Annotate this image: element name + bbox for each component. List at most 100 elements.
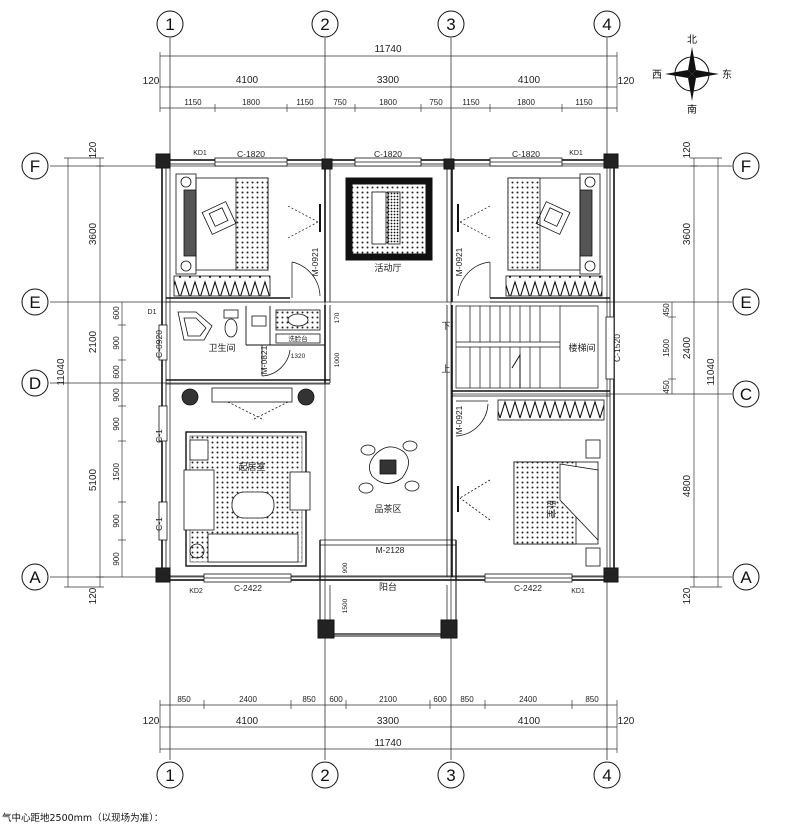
room-master: 起居室 <box>238 461 265 473</box>
dim-top-detail-5: 1800 <box>379 98 397 107</box>
label-balcony-900: 900 <box>342 562 349 573</box>
label-m0921-b: M-0921 <box>454 247 464 276</box>
dim-bottom-total: 11740 <box>374 738 402 749</box>
dim-bottom-detail-5: 2100 <box>379 695 397 704</box>
dim-right-edge-bottom: 120 <box>682 587 693 604</box>
axis-label-left-f: F <box>30 157 40 176</box>
label-m0921-c: M-0921 <box>454 405 464 434</box>
axis-label-left-a: A <box>29 568 41 587</box>
tea-area <box>358 440 420 494</box>
grid-bubbles <box>21 10 760 789</box>
axis-label-right-f: F <box>741 157 751 176</box>
dim-top-detail-7: 1150 <box>462 98 480 107</box>
label-c1-a: C-1 <box>154 429 164 443</box>
label-kd1-a: KD1 <box>193 150 207 157</box>
dim-right-detail-3: 450 <box>662 380 671 394</box>
opening-labels: C-1820 C-1820 C-1820 KD1 KD1 KD1 KD2 M-0… <box>148 149 622 613</box>
windows-top <box>214 157 563 167</box>
dimension-text-left: 11040 120 3600 2100 5100 120 600 900 600… <box>56 141 121 604</box>
stair-up-label: 上 <box>441 364 450 375</box>
dim-left-detail-3: 600 <box>112 365 121 379</box>
windows-bottom <box>203 573 573 583</box>
dim-bottom-detail-6: 600 <box>433 695 447 704</box>
dim-left-edge-top: 120 <box>88 141 99 158</box>
axis-label-top-2: 2 <box>320 15 329 34</box>
dim-left-detail-8: 900 <box>112 552 121 566</box>
axis-label-top-4: 4 <box>602 15 611 34</box>
label-m0921-a: M-0921 <box>310 247 320 276</box>
compass-icon: 北 南 西 东 <box>652 34 732 116</box>
dim-top-span-3: 4100 <box>518 75 541 86</box>
dim-top-edge-right: 120 <box>618 76 635 87</box>
dim-bottom-edge-right: 120 <box>618 716 635 727</box>
label-c2422-a: C-2422 <box>234 583 262 593</box>
room-tea: 品茶区 <box>374 503 401 515</box>
dim-bottom-detail-4: 600 <box>329 695 343 704</box>
dimension-text-bottom: 850 2400 850 600 2100 600 850 2400 850 1… <box>143 695 635 749</box>
columns <box>155 153 619 639</box>
label-m2128: M-2128 <box>376 545 405 555</box>
dimensions-left <box>64 157 126 588</box>
dim-right-span-1: 3600 <box>682 222 693 245</box>
activity-hall <box>345 177 433 261</box>
label-1000: 1000 <box>334 352 341 367</box>
dim-top-span-2: 3300 <box>377 75 400 86</box>
dim-top-detail-3: 1150 <box>296 98 314 107</box>
axis-label-bottom-2: 2 <box>320 766 329 785</box>
dim-left-span-1: 3600 <box>88 222 99 245</box>
axis-label-left-e: E <box>29 293 40 312</box>
dim-bottom-span-1: 4100 <box>236 716 259 727</box>
dim-bottom-detail-2: 2400 <box>239 695 257 704</box>
se-bedroom <box>455 399 605 567</box>
dim-top-detail-2: 1800 <box>242 98 260 107</box>
dimensions-bottom <box>159 700 618 753</box>
label-c1820-c: C-1820 <box>512 149 540 159</box>
dim-top-detail-8: 1800 <box>517 98 535 107</box>
label-m0821: M-0821 <box>259 345 269 374</box>
ne-bedroom <box>505 173 603 297</box>
room-balcony: 阳台 <box>379 581 397 593</box>
dim-top-edge-left: 120 <box>143 76 160 87</box>
label-kd1-c: KD1 <box>571 588 585 595</box>
dim-right-span-3: 4800 <box>682 474 693 497</box>
dim-right-detail-1: 450 <box>662 303 671 317</box>
label-kd2: KD2 <box>189 588 203 595</box>
dim-top-detail-4: 750 <box>333 98 347 107</box>
axis-label-top-1: 1 <box>165 15 174 34</box>
axis-label-left-d: D <box>29 374 41 393</box>
dim-bottom-edge-left: 120 <box>143 716 160 727</box>
label-c1-b: C-1 <box>154 517 164 531</box>
room-stair: 楼梯间 <box>568 342 595 354</box>
label-c2422-b: C-2422 <box>514 583 542 593</box>
label-c0920: C-0920 <box>154 330 164 358</box>
label-kd1-b: KD1 <box>569 150 583 157</box>
compass-south: 南 <box>687 103 697 116</box>
axis-label-right-c: C <box>740 385 752 404</box>
compass-east: 东 <box>722 68 732 81</box>
dim-top-detail-6: 750 <box>429 98 443 107</box>
label-d1: D1 <box>148 309 157 316</box>
dim-left-span-3: 5100 <box>88 468 99 491</box>
dim-left-detail-7: 900 <box>112 514 121 528</box>
nw-bedroom <box>173 173 271 297</box>
dim-bottom-detail-3: 850 <box>302 695 316 704</box>
dim-bottom-span-3: 4100 <box>518 716 541 727</box>
label-170: 170 <box>334 312 341 323</box>
dim-top-span-1: 4100 <box>236 75 259 86</box>
dim-bottom-span-2: 3300 <box>377 716 400 727</box>
dim-top-detail-1: 1150 <box>184 98 202 107</box>
axis-label-bottom-4: 4 <box>602 766 611 785</box>
axis-label-top-3: 3 <box>446 15 455 34</box>
room-labels: 活动厅 卫生间 楼梯间 起居室 品茶区 阳台 卧室 洗脸台 下 上 <box>208 262 595 593</box>
axis-label-right-e: E <box>740 293 751 312</box>
room-bathroom: 卫生间 <box>208 342 235 354</box>
dim-right-total: 11040 <box>706 358 717 386</box>
stair-down-label: 下 <box>441 322 450 332</box>
dim-right-detail-2: 1500 <box>662 339 671 357</box>
compass-west: 西 <box>652 70 662 81</box>
dim-top-total: 11740 <box>374 44 402 55</box>
dim-left-detail-2: 900 <box>112 336 121 350</box>
label-c1520: C-1520 <box>612 334 622 362</box>
dim-bottom-detail-7: 850 <box>460 695 474 704</box>
